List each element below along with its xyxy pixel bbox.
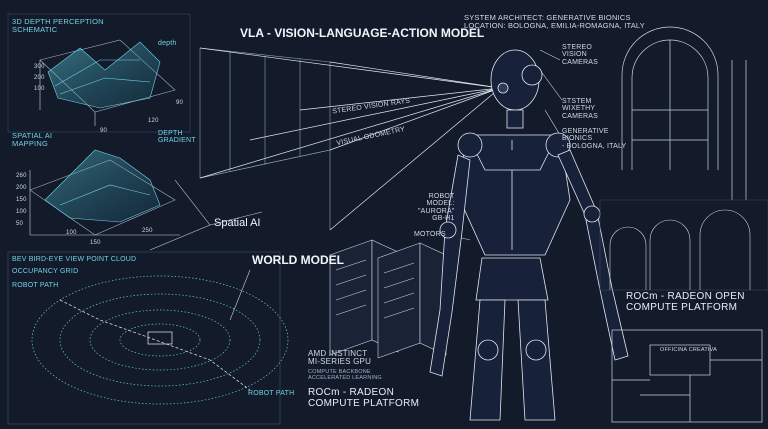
ray-perspective-grid [199,47,331,230]
rocm-bottom-title: ROCm - RADEON COMPUTE PLATFORM [308,387,420,409]
robot-path-label-top: ROBOT PATH [12,282,59,289]
robot-path-label-bottom: ROBOT PATH [248,390,295,397]
motors-label: MOTORS [414,231,446,238]
occupancy-grid-label: OCCUPANCY GRID [12,268,79,275]
humanoid-robot [429,49,629,421]
stereo-cameras-label: STEREO VISION CAMERAS [562,44,599,66]
colonnade-drawing [599,199,768,291]
spatial-ai-title: Spatial AI [214,217,261,229]
vla-title: VLA - VISION-LANGUAGE-ACTION MODEL [240,26,485,40]
depth-y-ticks: 300 200 100 [34,64,45,92]
gpu-server-racks [329,239,447,359]
gpu-sub-label: COMPUTE BACKBONE ACCELERATED LEARNING [308,369,382,381]
robot-model-label: ROBOT MODEL: "AURORA" GB-H1 [418,193,455,223]
spatial-x-tick-1: 100 [66,230,77,236]
gpu-name-label: AMD INSTINCT MI-SERIES GPU [308,349,372,367]
spatial-y-ticks: 260 200 150 100 50 [16,173,27,227]
spatial-panel-title: SPATIAL AI MAPPING [12,131,53,148]
generative-bionics-label: GENERATIVE BIONICS - BOLOGNA, ITALY [562,128,627,150]
depth-panel-title: 3D DEPTH PERCEPTION SCHEMATIC [12,17,104,34]
stereo-vision-rays [199,47,501,231]
floor-plan-drawing [611,329,763,423]
architect-caption: SYSTEM ARCHITECT: GENERATIVE BIONICS LOC… [464,13,645,30]
depth-label: depth [158,40,177,47]
spatial-x-tick-2: 150 [90,240,101,246]
spatial-x-tick-3: 250 [142,228,153,234]
floorplan-room-label: OFFICINA CREATIVA [660,347,717,353]
rocm-right-title: ROCm - RADEON OPEN COMPUTE PLATFORM [626,291,745,313]
spatial-mapping-chart [29,149,180,236]
depth-x-tick-3: 90 [100,128,108,134]
depth-x-tick-2: 120 [148,118,159,124]
arch-window-drawing [621,26,747,200]
depth-gradient-label: DEPTH GRADIENT [158,130,196,145]
depth-surface-chart [7,13,191,133]
depth-x-tick-1: 90 [176,100,184,106]
world-model-title: WORLD MODEL [252,253,344,267]
bev-point-cloud [7,251,289,425]
bev-panel-title: BEV BIRD-EYE VIEW POINT CLOUD [12,256,137,263]
stsem-cameras-label: STSTEM WIXETHY CAMERAS [562,98,599,120]
